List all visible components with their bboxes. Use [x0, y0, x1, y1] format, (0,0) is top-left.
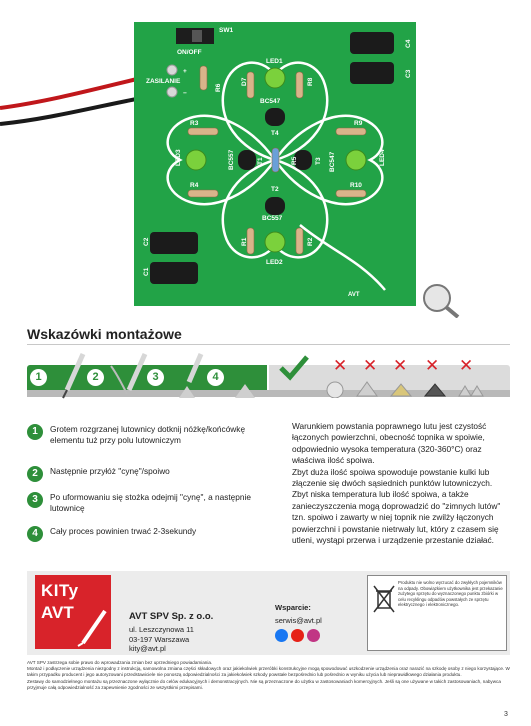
instruction-text: Grotem rozgrzanej lutownicy dotknij nóżk…	[50, 424, 246, 446]
svg-text:R8: R8	[307, 77, 314, 86]
svg-text:R1: R1	[241, 237, 248, 246]
svg-text:R10: R10	[350, 182, 362, 189]
note-paragraph: Zbyt duża ilość spoiwa spowoduje powstan…	[292, 466, 493, 489]
weee-text: Produktu nie wolno wyrzucać do zwykłych …	[398, 580, 503, 608]
svg-text:BC557: BC557	[228, 149, 235, 170]
led3	[185, 149, 207, 171]
step-2-badge: 2	[87, 369, 104, 386]
youtube-icon[interactable]	[291, 629, 304, 642]
instruction-2: 2 Następnie przyłóż "cynę"/spoiwo	[27, 466, 257, 482]
x-icon: ✕	[333, 356, 348, 376]
step-number: 3	[27, 492, 43, 508]
crossed-bin-icon	[373, 585, 395, 613]
switch-label: ON/OFF	[177, 49, 202, 56]
check-icon	[279, 355, 309, 381]
step-1-badge: 1	[30, 369, 47, 386]
product-code: AVT EDU623	[428, 227, 438, 278]
soldering-iron-icon	[62, 352, 86, 399]
board-code: A04.01 01/11	[433, 106, 442, 154]
note-paragraph: Warunkiem powstania poprawnego lutu jest…	[292, 421, 487, 466]
svg-text:R5: R5	[291, 156, 298, 165]
solder-wire-icon	[110, 352, 148, 395]
svg-text:T3: T3	[315, 157, 322, 165]
bad-joints-icons	[326, 381, 484, 398]
weee-notice: Produktu nie wolno wyrzucać do zwykłych …	[367, 575, 507, 651]
note-paragraph: Zbyt niska temperatura lub ilość spoiwa,…	[292, 489, 501, 546]
zoom-label: ZOOM	[415, 310, 430, 316]
pcb-illustration: ON/OFF SW1 ZASILANIE + − LED1 LED2 LED3 …	[0, 22, 460, 318]
solder-cone-icon	[179, 353, 204, 398]
instruction-1: 1 Grotem rozgrzanej lutownicy dotknij nó…	[27, 424, 257, 447]
plus-sign: +	[183, 68, 187, 75]
switch-ref: SW1	[219, 27, 233, 34]
company-address: ul. Leszczynowa 11 03-197 Warszawa kity@…	[129, 625, 194, 653]
svg-text:LED1: LED1	[266, 58, 283, 65]
svg-text:R3: R3	[190, 120, 199, 127]
soldering-notes: Warunkiem powstania poprawnego lutu jest…	[292, 421, 512, 546]
page-number: 3	[504, 711, 508, 718]
kity-avt-logo: KITy AVT	[35, 575, 111, 649]
x-icon: ✕	[393, 356, 408, 376]
power-label: ZASILANIE	[146, 78, 181, 85]
step-number: 4	[27, 526, 43, 542]
support-title: Wsparcie:	[275, 603, 311, 612]
svg-text:R6: R6	[215, 83, 222, 92]
instagram-icon[interactable]	[307, 629, 320, 642]
svg-text:LED4: LED4	[379, 149, 386, 166]
instruction-3: 3 Po uformowaniu się stożka odejmij "cyn…	[27, 492, 257, 515]
step-4-badge: 4	[207, 369, 224, 386]
soldering-steps-illustration: 1 2 3 4 ✕ ✕ ✕ ✕ ✕	[27, 352, 510, 414]
svg-text:C1: C1	[143, 267, 150, 276]
x-icon: ✕	[459, 356, 474, 376]
svg-text:T4: T4	[271, 130, 279, 137]
instruction-text: Po uformowaniu się stożka odejmij "cynę"…	[50, 492, 251, 514]
svg-text:R2: R2	[307, 237, 314, 246]
instruction-text: Następnie przyłóż "cynę"/spoiwo	[50, 466, 170, 476]
step-number: 2	[27, 466, 43, 482]
section-title: Wskazówki montażowe	[27, 326, 182, 342]
board-strip	[27, 390, 510, 397]
x-icon: ✕	[425, 356, 440, 376]
svg-text:BC547: BC547	[329, 151, 336, 172]
social-links	[275, 629, 335, 643]
svg-text:R4: R4	[190, 182, 199, 189]
brand-mark: AVT	[348, 292, 360, 298]
led1	[264, 67, 286, 89]
facebook-icon[interactable]	[275, 629, 288, 642]
led4	[345, 149, 367, 171]
footer: KITy AVT AVT SPV Sp. z o.o. ul. Leszczyn…	[27, 571, 510, 655]
support-email-link[interactable]: serwis@avt.pl	[275, 616, 322, 625]
svg-text:LED2: LED2	[266, 259, 283, 266]
kity-email-link[interactable]: kity@avt.pl	[129, 644, 166, 653]
svg-text:C4: C4	[405, 39, 412, 48]
svg-text:C2: C2	[143, 237, 150, 246]
svg-text:BC547: BC547	[260, 98, 281, 105]
svg-text:C3: C3	[405, 69, 412, 78]
step-3-badge: 3	[147, 369, 164, 386]
finished-joint-icon	[235, 384, 255, 398]
legal-disclaimer: AVT SPV zastrzega sobie prawo do wprowad…	[27, 660, 510, 690]
svg-text:BC557: BC557	[262, 215, 283, 222]
soldering-iron-icon	[77, 609, 107, 647]
pcb-photo: ON/OFF SW1 ZASILANIE + − LED1 LED2 LED3 …	[0, 0, 531, 318]
instruction-4: 4 Cały proces powinien trwać 2-3sekundy	[27, 526, 257, 542]
svg-text:T1: T1	[257, 157, 264, 165]
step-number: 1	[27, 424, 43, 440]
instruction-text: Cały proces powinien trwać 2-3sekundy	[50, 526, 197, 536]
svg-text:LED3: LED3	[175, 149, 182, 166]
divider	[27, 344, 510, 345]
company-name: AVT SPV Sp. z o.o.	[129, 611, 214, 622]
svg-text:D7: D7	[241, 77, 248, 86]
svg-text:R9: R9	[354, 120, 363, 127]
x-icon: ✕	[363, 356, 378, 376]
led2	[264, 231, 286, 253]
svg-text:T2: T2	[271, 186, 279, 193]
minus-sign: −	[183, 90, 187, 97]
